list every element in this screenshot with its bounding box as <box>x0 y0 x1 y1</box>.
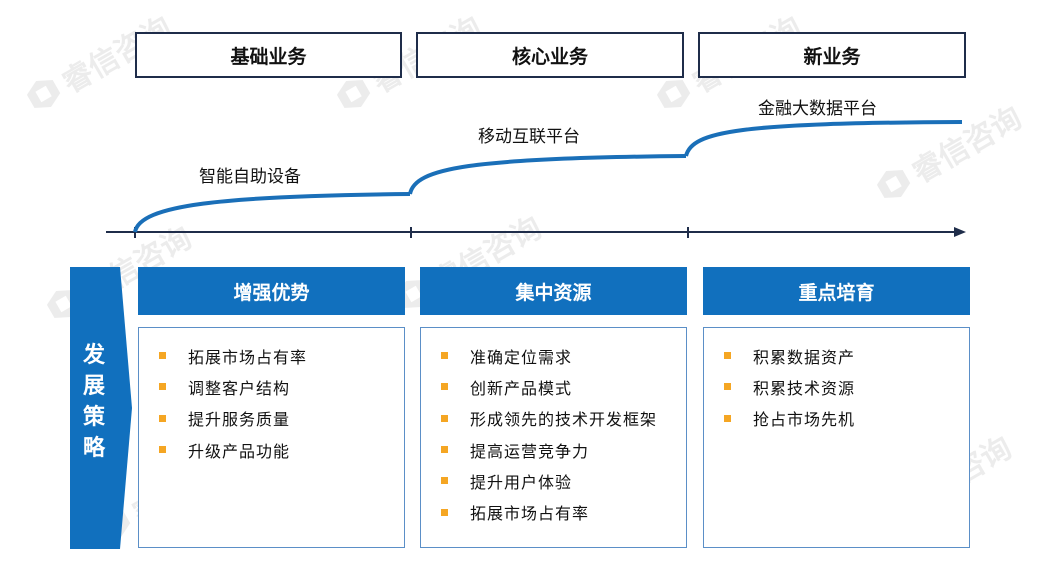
list-item: 积累技术资源 <box>704 371 969 402</box>
list-item: 形成领先的技术开发框架 <box>421 403 686 434</box>
list-item-text: 积累数据资产 <box>753 347 856 367</box>
column-header-strengthen: 增强优势 <box>138 267 405 315</box>
bullet-icon <box>441 414 448 422</box>
list-item: 提高运营竞争力 <box>421 434 686 465</box>
growth-curve-1 <box>133 192 411 233</box>
strategy-label-char: 略 <box>82 435 105 461</box>
bullet-icon <box>441 477 448 485</box>
list-item-text: 升级产品功能 <box>188 441 291 461</box>
column-header-cultivate: 重点培育 <box>703 267 970 315</box>
list-item-text: 准确定位需求 <box>470 347 573 367</box>
column-panel-strengthen: 拓展市场占有率 调整客户结构 提升服务质量 升级产品功能 <box>138 327 405 548</box>
column-header-focus: 集中资源 <box>420 267 687 315</box>
list-item: 拓展市场占有率 <box>421 496 686 527</box>
timeline-arrowhead <box>954 227 966 237</box>
bullet-icon <box>724 352 731 360</box>
list-item: 调整客户结构 <box>139 371 404 402</box>
growth-curve-2 <box>408 154 687 195</box>
stage-box-new: 新业务 <box>698 32 966 78</box>
list-item: 拓展市场占有率 <box>139 340 404 371</box>
stage-box-core: 核心业务 <box>416 32 684 78</box>
column-panel-cultivate: 积累数据资产 积累技术资源 抢占市场先机 <box>703 327 970 548</box>
list-item-text: 创新产品模式 <box>470 378 573 398</box>
list-item-text: 提升用户体验 <box>470 472 573 492</box>
stage-box-basic: 基础业务 <box>135 32 402 78</box>
list-item-text: 形成领先的技术开发框架 <box>470 410 658 430</box>
bullet-icon <box>159 414 166 422</box>
bullet-icon <box>441 383 448 391</box>
list-item: 准确定位需求 <box>421 340 686 371</box>
list-item: 积累数据资产 <box>704 340 969 371</box>
list-item: 创新产品模式 <box>421 371 686 402</box>
stage-label: 新业务 <box>803 45 861 68</box>
list-item-text: 提升服务质量 <box>188 410 291 430</box>
bullet-icon <box>159 446 166 454</box>
curve-label-mobile-platform: 移动互联平台 <box>478 127 580 147</box>
list-item-text: 积累技术资源 <box>753 378 856 398</box>
growth-timeline <box>106 120 966 238</box>
list-item: 抢占市场先机 <box>704 403 969 434</box>
list-item-text: 提高运营竞争力 <box>470 441 590 461</box>
bullet-icon <box>724 383 731 391</box>
strategy-label: 发 展 策 略 <box>73 340 115 464</box>
list-item-text: 拓展市场占有率 <box>470 504 590 524</box>
strategy-label-char: 发 <box>82 342 105 368</box>
curve-label-self-service: 智能自助设备 <box>199 167 301 187</box>
bullet-icon <box>441 508 448 516</box>
stage-label: 基础业务 <box>230 45 307 68</box>
bullet-icon <box>159 352 166 360</box>
column-panel-focus: 准确定位需求 创新产品模式 形成领先的技术开发框架 提高运营竞争力 提升用户体验… <box>420 327 687 548</box>
strategy-side-arrow <box>70 267 132 549</box>
strategy-label-char: 策 <box>82 404 105 430</box>
list-item: 提升服务质量 <box>139 403 404 434</box>
growth-curve-3 <box>684 120 963 157</box>
bullet-icon <box>441 352 448 360</box>
bullet-icon <box>159 383 166 391</box>
stage-label: 核心业务 <box>511 45 588 68</box>
list-item: 提升用户体验 <box>421 465 686 496</box>
curve-label-big-data-platform: 金融大数据平台 <box>758 99 877 119</box>
list-item-text: 抢占市场先机 <box>753 410 856 430</box>
column-header-label: 增强优势 <box>233 281 310 304</box>
column-header-label: 重点培育 <box>798 281 875 304</box>
bullet-icon <box>441 446 448 454</box>
column-header-label: 集中资源 <box>515 281 592 304</box>
bullet-icon <box>724 414 731 422</box>
list-item-text: 拓展市场占有率 <box>188 347 308 367</box>
list-item: 升级产品功能 <box>139 434 404 465</box>
list-item-text: 调整客户结构 <box>188 378 291 398</box>
strategy-label-char: 展 <box>82 373 105 399</box>
